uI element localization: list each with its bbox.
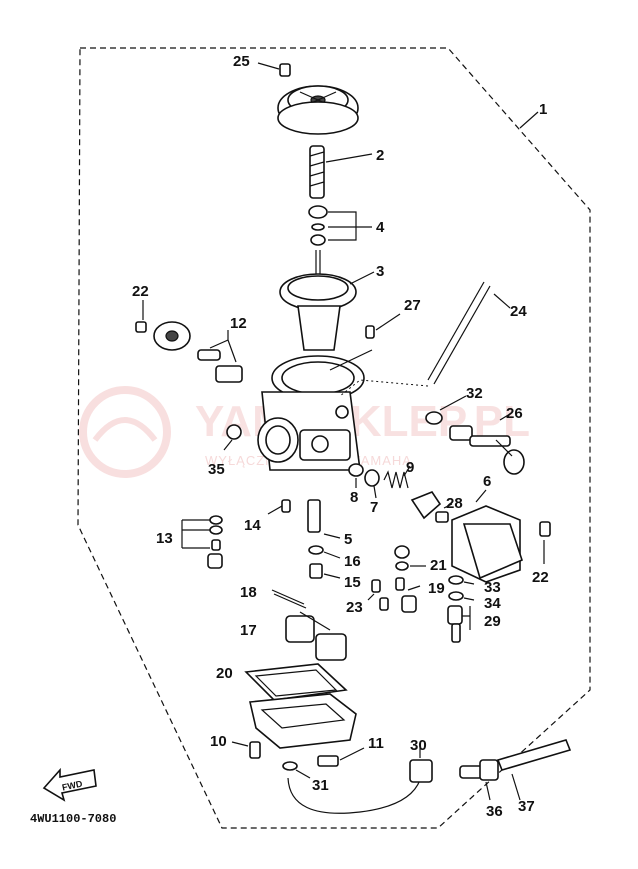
callout-25: 25 — [233, 53, 250, 70]
part-6-cover — [451, 489, 523, 583]
part-22-left-cap — [135, 300, 191, 351]
callout-20: 20 — [216, 665, 233, 682]
callout-14: 14 — [244, 517, 261, 534]
callout-17: 17 — [240, 622, 257, 639]
callout-24: 24 — [510, 303, 527, 320]
part-11-screw — [317, 747, 365, 767]
callout-11: 11 — [368, 735, 384, 752]
callout-32: 32 — [466, 385, 483, 402]
callout-27: 27 — [404, 297, 421, 314]
callout-36: 36 — [486, 803, 503, 820]
callout-19: 19 — [428, 580, 445, 597]
part-3-diaphragm-piston — [279, 250, 375, 351]
part-26-starter-plunger — [449, 413, 525, 475]
part-20-gasket — [244, 663, 348, 701]
callout-4: 4 — [376, 219, 385, 236]
drawing-code: 4WU1100-7080 — [30, 812, 116, 826]
callout-9: 9 — [406, 459, 414, 476]
callout-16: 16 — [344, 553, 361, 570]
callout-8: 8 — [350, 489, 358, 506]
float-bowl — [249, 693, 357, 749]
part-32-oring — [425, 395, 467, 425]
part-24-cable — [339, 281, 511, 397]
callout-5: 5 — [344, 531, 352, 548]
part-10-screw — [231, 741, 261, 759]
part-29-screw — [447, 605, 471, 643]
part-2-spring — [309, 145, 373, 199]
assembly-boundary — [77, 47, 591, 829]
callout-1: 1 — [539, 101, 547, 118]
callout-2: 2 — [376, 147, 384, 164]
part-33-oring — [448, 575, 475, 585]
part-31-clip — [282, 761, 311, 779]
callout-15: 15 — [344, 574, 361, 591]
callout-33: 33 — [484, 579, 501, 596]
callout-22-left: 22 — [132, 283, 149, 300]
callout-31: 31 — [312, 777, 329, 794]
part-23-jet — [367, 579, 389, 611]
part-15-main-jet — [309, 563, 341, 579]
part-4-needle-clips — [308, 205, 372, 246]
part-13-screw-set — [181, 515, 223, 569]
part-22-right-screw — [539, 521, 551, 564]
part-9-spring — [383, 465, 411, 489]
callout-35: 35 — [208, 461, 225, 478]
callout-23: 23 — [346, 599, 363, 616]
part-28-lever — [410, 491, 453, 523]
part-7-oring — [364, 469, 380, 499]
part-30-drain-hose — [287, 746, 433, 814]
callout-26: 26 — [506, 405, 523, 422]
callout-28: 28 — [446, 495, 463, 512]
part-19-needle-valve — [395, 577, 421, 613]
part-34-washer — [448, 591, 475, 601]
callout-3: 3 — [376, 263, 384, 280]
callout-13: 13 — [156, 530, 173, 547]
part-17-float — [285, 611, 347, 661]
part-5-needle-jet — [307, 499, 341, 539]
part-21-float-valve — [394, 545, 426, 571]
callout-22-right: 22 — [532, 569, 549, 586]
part-37-pipe — [496, 739, 572, 801]
callout-37: 37 — [518, 798, 535, 815]
callout-10: 10 — [210, 733, 227, 750]
callout-30: 30 — [410, 737, 427, 754]
part-36-fitting — [459, 759, 499, 801]
part-35-plug — [223, 424, 242, 451]
part-18-float-pin — [271, 589, 307, 609]
carburetor-body — [257, 349, 373, 471]
callout-34: 34 — [484, 595, 501, 612]
part-25-screw — [257, 62, 291, 77]
part-8-washer — [348, 463, 364, 488]
callout-labels: 1 2 3 4 6 7 8 9 5 10 11 12 13 14 15 16 1… — [132, 53, 549, 820]
callout-18: 18 — [240, 584, 257, 601]
callout-6: 6 — [483, 473, 491, 490]
fwd-label: FWD — [61, 778, 84, 792]
callout-1-leader — [519, 111, 539, 129]
part-16-washer — [308, 545, 341, 559]
part-14-jet — [267, 499, 291, 515]
part-12-pilot-screw — [197, 330, 243, 383]
forward-arrow-icon: FWD — [42, 767, 97, 802]
part-27-jet — [365, 313, 401, 339]
callout-21: 21 — [430, 557, 447, 574]
callout-29: 29 — [484, 613, 501, 630]
carb-top-cover — [277, 85, 359, 135]
callout-7: 7 — [370, 499, 378, 516]
callout-12: 12 — [230, 315, 247, 332]
